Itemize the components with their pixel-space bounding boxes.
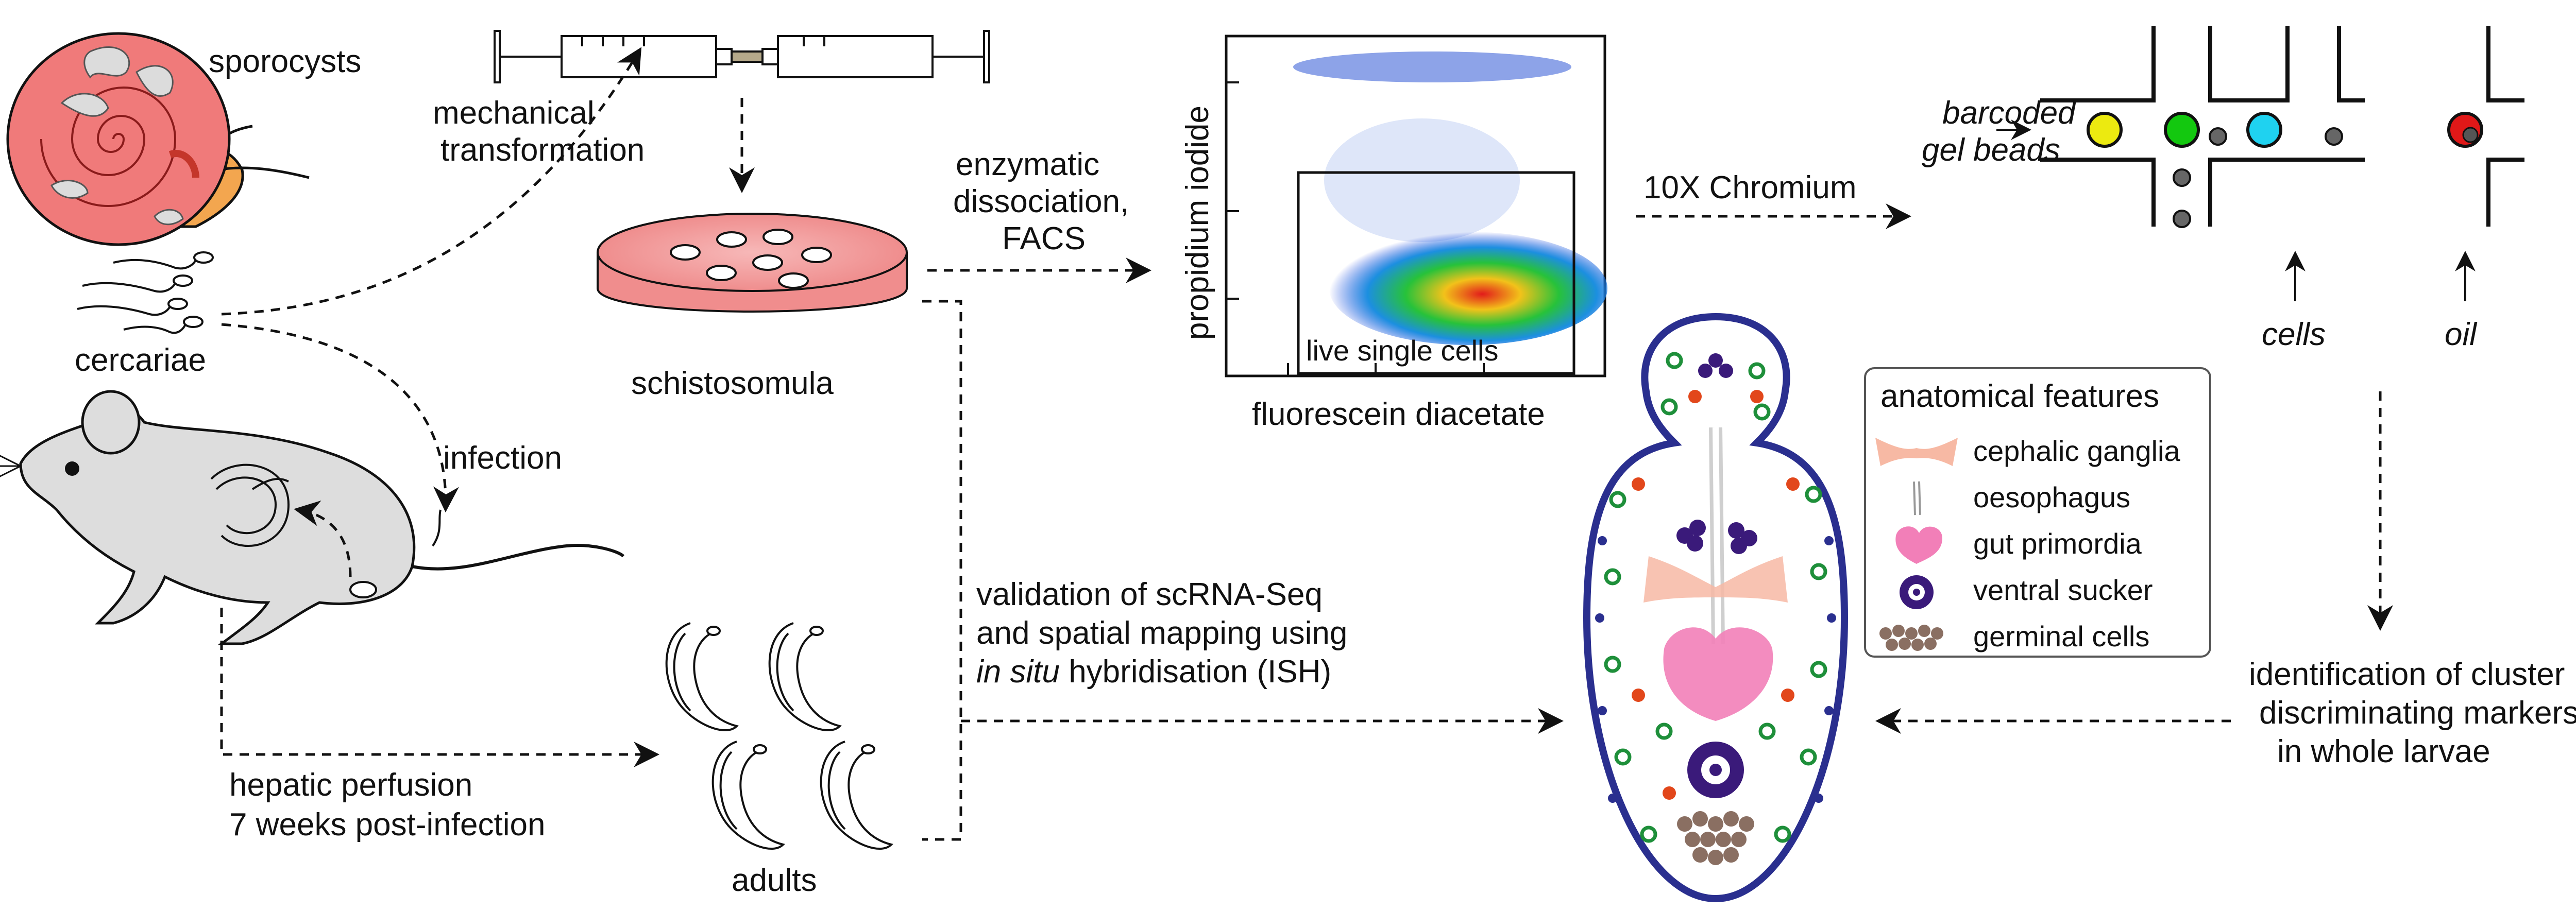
larva-illustration — [1583, 313, 1849, 903]
identification-label-line3: in whole larvae — [2277, 734, 2490, 769]
cell-dot — [2173, 210, 2191, 228]
larva-gut-primordia — [1663, 627, 1773, 721]
cephalic-ganglia-icon — [1875, 438, 1958, 466]
larva-cephalic-ganglia — [1643, 556, 1788, 603]
dish-adults-bracket — [922, 300, 962, 841]
legend-frame — [1864, 367, 2211, 658]
validation-label-line2: and spatial mapping using — [976, 615, 1347, 651]
cercariae-illustration — [77, 251, 214, 334]
microfluidic-chip — [2040, 26, 2524, 227]
enzymatic-label-line2: dissociation, — [953, 184, 1129, 219]
legend-item-label: cephalic ganglia — [1973, 435, 2180, 467]
legend-title: anatomical features — [1880, 379, 2159, 414]
facs-y-axis-label: propidium iodide — [1180, 106, 1215, 340]
enzymatic-label-line1: enzymatic — [956, 147, 1099, 182]
gel-beads — [2087, 112, 2483, 228]
petri-dish-illustration — [597, 213, 908, 313]
cercariae-infection-arrow — [221, 323, 459, 512]
legend-item-label: gut primordia — [1973, 527, 2142, 560]
facs-density-cloud — [1329, 232, 1607, 345]
schistosomula-shapes — [670, 229, 832, 289]
chromium-label: 10X Chromium — [1643, 170, 1856, 205]
bead-yellow — [2087, 112, 2123, 148]
sporocyst-shapes — [50, 46, 184, 226]
validation-label-line1: validation of scRNA-Seq — [976, 577, 1323, 612]
cell-dot — [2209, 127, 2227, 146]
oil-label: oil — [2445, 317, 2478, 352]
facs-gate — [1297, 171, 1575, 375]
identification-label-line1: identification of cluster — [2249, 657, 2565, 692]
cercariae-to-syringe-arrow — [221, 47, 642, 316]
validation-label-line3: in situ hybridisation (ISH) — [976, 654, 1331, 690]
validation-rest: hybridisation (ISH) — [1060, 654, 1331, 690]
hepatic-label-line2: 7 weeks post-infection — [229, 807, 545, 843]
identification-label-line2: discriminating markers — [2259, 695, 2576, 731]
germinal-cells-icon — [1879, 625, 1943, 651]
facs-x-axis-label: fluorescein diacetate — [1252, 397, 1545, 432]
cercariae-label: cercariae — [75, 342, 206, 378]
facs-x-ticks — [1287, 363, 1485, 376]
mechanical-label-line2: transformation — [440, 132, 645, 168]
mouse-to-adults-arrow — [220, 608, 659, 767]
enzymatic-label-line3: FACS — [1002, 221, 1086, 256]
sporocysts-label: sporocysts — [209, 44, 361, 79]
adults-label: adults — [732, 863, 817, 898]
mouse-illustration — [0, 390, 625, 645]
barcoded-label-line2: gel beads — [1922, 132, 2060, 168]
barcoded-label-line1: barcoded — [1942, 95, 2077, 131]
cell-dot — [2325, 127, 2343, 146]
cells-label: cells — [2262, 317, 2326, 352]
mouse-internal-arrow — [294, 500, 352, 577]
larva-red-dots — [1632, 390, 1800, 800]
legend-item-label: germinal cells — [1973, 620, 2149, 652]
larva-green-rings — [1604, 352, 1827, 843]
validation-italic: in situ — [976, 654, 1060, 690]
legend-item-label: oesophagus — [1973, 481, 2130, 513]
syringes-illustration — [494, 30, 990, 83]
adult-worms-illustration — [665, 622, 893, 850]
bead-green — [2164, 112, 2200, 148]
cell-in-bead — [2462, 127, 2479, 143]
larva-purple-clusters — [1676, 353, 1757, 554]
legend-item-label: ventral sucker — [1973, 574, 2153, 606]
anatomical-legend: anatomical features cephalic ganglia oes… — [1864, 367, 2211, 658]
larva-germinal-cells — [1677, 811, 1754, 865]
infection-label: infection — [443, 440, 562, 476]
hepatic-label-line1: hepatic perfusion — [229, 767, 472, 803]
gut-primordia-icon — [1895, 526, 1942, 564]
larva-margin-dots — [1595, 536, 1836, 803]
facs-y-ticks — [1226, 81, 1239, 300]
facs-plot: live single cells fluorescein diacetate … — [1180, 35, 1607, 432]
mechanical-label-line1: mechanical — [433, 95, 595, 131]
bead-cyan — [2246, 112, 2282, 148]
facs-gate-label: live single cells — [1306, 334, 1499, 367]
schistosomula-label: schistosomula — [631, 366, 834, 401]
cell-dot — [2173, 168, 2191, 187]
snail-illustration — [6, 32, 310, 246]
